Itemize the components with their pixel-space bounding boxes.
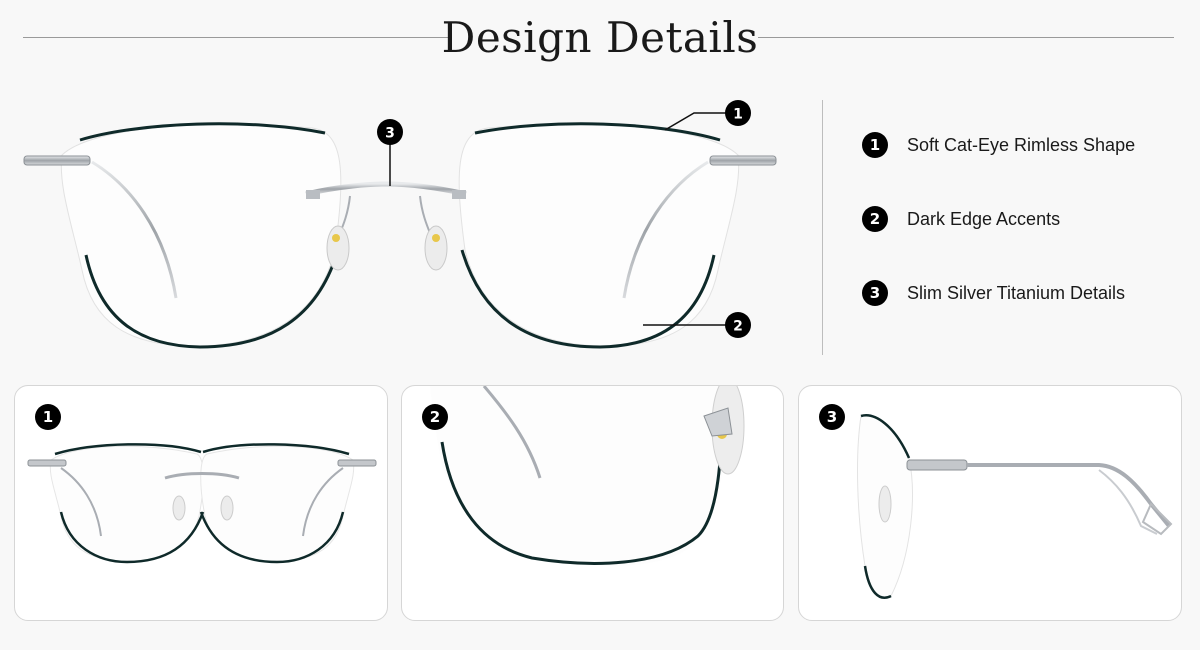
vertical-divider [822, 100, 823, 355]
svg-text:1: 1 [733, 107, 743, 123]
svg-text:3: 3 [385, 126, 395, 142]
title-rule-left [23, 37, 451, 38]
numbered-badge-icon: 2 [862, 206, 888, 232]
page-title: Design Details [441, 13, 759, 62]
callout-badge-3: 3 [377, 119, 403, 145]
feature-label: Soft Cat-Eye Rimless Shape [907, 134, 1136, 155]
detail-card-front: 1 [14, 385, 388, 621]
callout-badge-1: 1 [725, 100, 751, 126]
glasses-side-thumbnail [857, 414, 1173, 599]
feature-label: Slim Silver Titanium Details [907, 282, 1126, 303]
title-rule-right [758, 37, 1174, 38]
svg-text:2: 2 [733, 319, 743, 335]
glasses-front-view: 3 1 2 [23, 100, 777, 349]
numbered-badge-icon: 3 [862, 280, 888, 306]
lens-edge-closeup [430, 386, 745, 566]
detail-card-edge: 2 [401, 385, 784, 621]
numbered-badge-icon: 3 [819, 404, 845, 430]
feature-label: Dark Edge Accents [907, 208, 1061, 229]
numbered-badge-icon: 2 [422, 404, 448, 430]
feature-item-titanium: 3 Slim Silver Titanium Details [862, 279, 1125, 307]
numbered-badge-icon: 1 [35, 404, 61, 430]
numbered-badge-icon: 1 [862, 132, 888, 158]
callout-badge-2: 2 [725, 312, 751, 338]
glasses-front-thumbnail [27, 443, 377, 564]
feature-item-dark-edge: 2 Dark Edge Accents [862, 205, 1060, 233]
detail-card-side: 3 [798, 385, 1182, 621]
feature-item-cat-eye: 1 Soft Cat-Eye Rimless Shape [862, 131, 1135, 159]
